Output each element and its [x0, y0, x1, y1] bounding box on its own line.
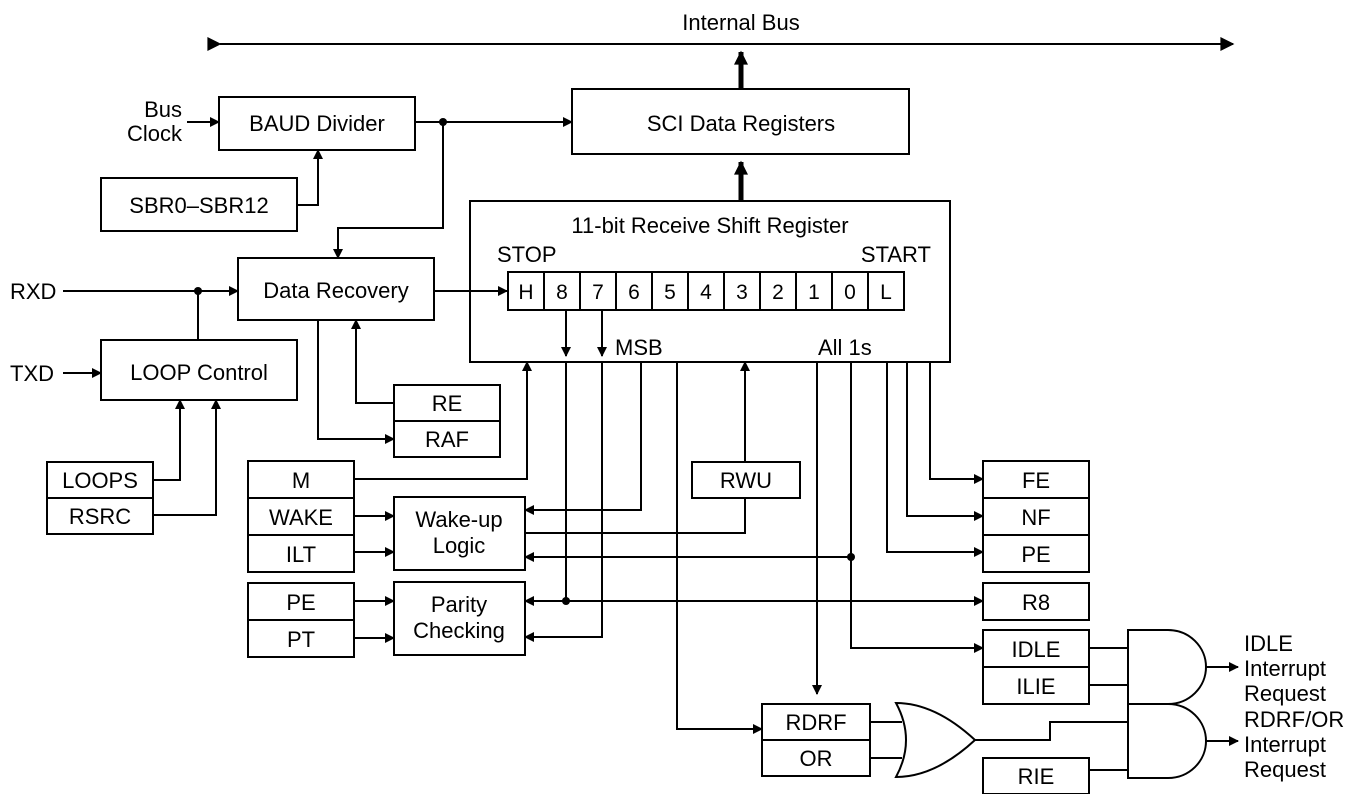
idle-label: IDLE [1012, 637, 1061, 662]
bit-cell [543, 271, 581, 311]
or-gate [894, 701, 977, 779]
m-label: M [292, 468, 310, 493]
data-recovery-block: Data Recovery [237, 257, 435, 321]
m-wake-ilt-register: M WAKE ILT [247, 460, 355, 573]
bit-cell [507, 271, 545, 311]
rdrf-request-label-3: Request [1244, 757, 1326, 782]
bit-cell [579, 271, 617, 311]
wakeup-logic-label-2: Logic [433, 533, 486, 558]
r8-label: R8 [1022, 590, 1050, 615]
idle-request-label-1: IDLE [1244, 631, 1293, 656]
wake-label: WAKE [269, 505, 333, 530]
data-recovery-label: Data Recovery [263, 278, 409, 303]
bit-label: 7 [592, 281, 604, 304]
rdrf-or-register: RDRF OR [761, 703, 871, 777]
internal-bus-label: Internal Bus [682, 10, 799, 35]
bit-label: H [518, 281, 533, 304]
pe-out-label: PE [1021, 542, 1050, 567]
sci-data-registers-label: SCI Data Registers [647, 111, 835, 136]
loop-control-label: LOOP Control [130, 360, 268, 385]
sci-data-registers-block: SCI Data Registers [571, 88, 910, 155]
bit-label: 5 [664, 281, 676, 304]
loop-control-block: LOOP Control [100, 339, 298, 401]
bit-label: 0 [844, 281, 856, 304]
ilt-label: ILT [286, 542, 316, 567]
pt-label: PT [287, 627, 315, 652]
rdrf-request-label-1: RDRF/OR [1244, 707, 1344, 732]
wakeup-logic-label-1: Wake-up [415, 507, 502, 532]
all1s-label: All 1s [818, 335, 872, 360]
re-raf-register: RE RAF [393, 384, 501, 458]
rsrc-label: RSRC [69, 504, 131, 529]
rie-label: RIE [1018, 764, 1055, 789]
parity-checking-label-1: Parity [431, 592, 487, 617]
rxd-label: RXD [10, 279, 56, 304]
parity-checking-block: Parity Checking [393, 581, 526, 656]
loops-rsrc-register: LOOPS RSRC [46, 461, 154, 535]
idle-ilie-register: IDLE ILIE [982, 629, 1090, 705]
idle-request-label-3: Request [1244, 681, 1326, 706]
stop-label: STOP [497, 242, 557, 267]
bit-cell [831, 271, 869, 311]
bit-cell [867, 271, 905, 311]
baud-divider-block: BAUD Divider [218, 96, 416, 151]
wakeup-logic-block: Wake-up Logic [393, 496, 526, 571]
shift-register-title: 11-bit Receive Shift Register [571, 213, 848, 238]
re-label: RE [432, 391, 463, 416]
idle-and-gate [1127, 629, 1207, 705]
rdrf-request-label-2: Interrupt [1244, 732, 1326, 757]
bit-label: 2 [772, 281, 784, 304]
bit-label: 1 [808, 281, 820, 304]
sbr-register: SBR0–SBR12 [100, 177, 298, 232]
bit-label: L [880, 281, 892, 304]
idle-request-label-2: Interrupt [1244, 656, 1326, 681]
rie-register: RIE [982, 757, 1090, 794]
ilie-label: ILIE [1016, 674, 1055, 699]
fe-label: FE [1022, 468, 1050, 493]
parity-checking-label-2: Checking [413, 618, 505, 643]
or-label: OR [800, 746, 833, 771]
loops-label: LOOPS [62, 468, 138, 493]
nf-label: NF [1021, 505, 1050, 530]
fe-nf-pe-register: FE NF PE [982, 460, 1090, 573]
txd-label: TXD [10, 361, 54, 386]
receive-shift-register: 11-bit Receive Shift Register STOP START… [469, 200, 951, 363]
baud-divider-label: BAUD Divider [249, 111, 385, 136]
internal-bus: Internal Bus [207, 10, 1235, 89]
sbr-label: SBR0–SBR12 [129, 193, 268, 218]
start-label: START [861, 242, 931, 267]
bus-clock-label-1: Bus [144, 97, 182, 122]
pe-pt-register: PE PT [247, 582, 355, 658]
msb-label: MSB [615, 335, 663, 360]
bit-label: 4 [700, 281, 712, 304]
bit-cell [615, 271, 653, 311]
pe-in-label: PE [286, 590, 315, 615]
bit-label: 6 [628, 281, 640, 304]
rdrf-label: RDRF [785, 710, 846, 735]
r8-register: R8 [982, 582, 1090, 621]
bit-cell [759, 271, 797, 311]
rwu-label: RWU [720, 468, 772, 493]
bit-label: 8 [556, 281, 568, 304]
bus-clock-label-2: Clock [127, 121, 183, 146]
rdrf-and-gate [1127, 703, 1207, 779]
bit-cell [795, 271, 833, 311]
bit-cell [687, 271, 725, 311]
rwu-register: RWU [691, 461, 801, 499]
bit-label: 3 [736, 281, 748, 304]
raf-label: RAF [425, 427, 469, 452]
